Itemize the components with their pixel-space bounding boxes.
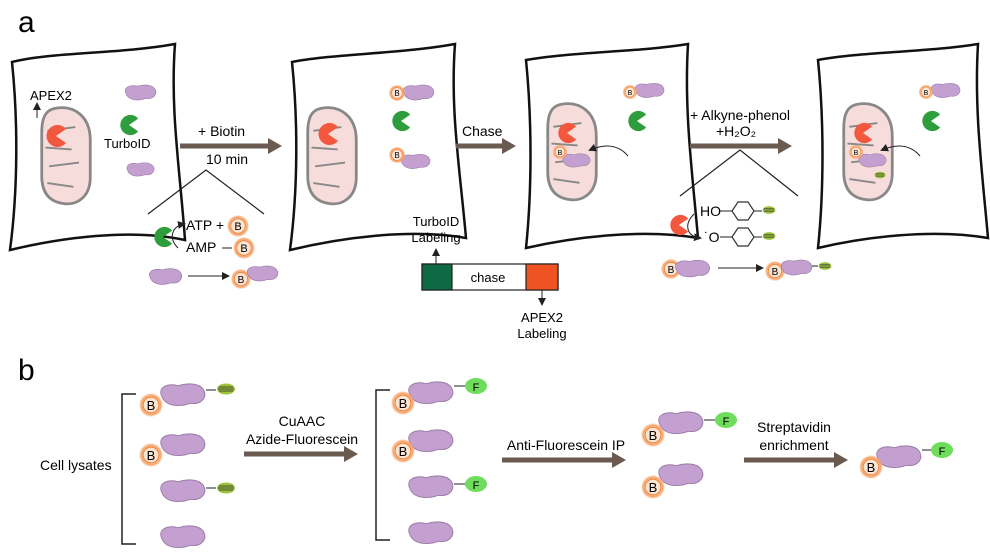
biotin-letter: B bbox=[399, 444, 408, 459]
alkyne-tag bbox=[762, 205, 776, 215]
fluorescein-letter: F bbox=[723, 416, 730, 428]
biotin-letter: B bbox=[649, 480, 658, 495]
biotin-letter: B bbox=[867, 460, 876, 475]
biotin-letter: B bbox=[394, 151, 399, 160]
panel-a-label: a bbox=[18, 6, 35, 39]
biotin-letter: B bbox=[147, 448, 156, 463]
biotin-letter: B bbox=[924, 90, 929, 97]
step-streptavidin-label: Streptavidin bbox=[757, 419, 831, 435]
protein bbox=[675, 259, 710, 278]
mitochondrion bbox=[306, 106, 358, 206]
protein bbox=[160, 525, 206, 549]
timeline-apex2-label: APEX2 bbox=[521, 310, 563, 325]
protein bbox=[402, 84, 435, 101]
fluorescein-letter: F bbox=[473, 480, 480, 492]
biotin-letter: B bbox=[240, 243, 247, 255]
bracket-middle bbox=[375, 389, 390, 541]
cell-3: B B bbox=[524, 42, 700, 250]
step-ip-label: Anti-Fluorescein IP bbox=[507, 437, 625, 453]
fluorescein-marker bbox=[931, 442, 953, 458]
timeline-apex2-segment bbox=[525, 263, 559, 291]
protein bbox=[160, 433, 206, 457]
zoom-lines bbox=[147, 169, 265, 215]
step-cuaac-label: CuAAC bbox=[279, 413, 326, 429]
cell-1: APEX2 TurboID bbox=[8, 42, 187, 252]
biotin-letter: B bbox=[558, 150, 563, 157]
biotin-letter: B bbox=[238, 275, 245, 286]
protein bbox=[658, 411, 704, 435]
timeline-chase-label: chase bbox=[471, 270, 506, 285]
protein bbox=[149, 268, 183, 285]
cell-2: B B bbox=[288, 42, 468, 252]
mech-phenol-label: HO bbox=[700, 203, 721, 219]
timeline-turboid-label-2: Labeling bbox=[411, 230, 460, 245]
alkyne-tag bbox=[762, 231, 776, 241]
mech-radical-label: ˙O bbox=[704, 229, 720, 245]
timeline-apex2-label-2: Labeling bbox=[517, 326, 566, 341]
turboid-label: TurboID bbox=[104, 136, 150, 151]
protein bbox=[408, 429, 454, 453]
protein bbox=[246, 265, 279, 282]
alkyne-tag bbox=[874, 171, 886, 179]
biotin-letter: B bbox=[147, 398, 156, 413]
protein bbox=[408, 381, 454, 405]
biotin-letter: B bbox=[394, 89, 399, 98]
step-time-label: 10 min bbox=[206, 151, 248, 167]
step-h2o2-label: +H₂O₂ bbox=[716, 123, 756, 139]
zoom-lines bbox=[679, 149, 799, 197]
mech-atp-label: ATP + bbox=[186, 217, 224, 233]
cell-lysates-label: Cell lysates bbox=[40, 457, 112, 473]
alkyne-tag bbox=[216, 383, 236, 395]
step-biotin-label: + Biotin bbox=[198, 123, 245, 139]
fluorescein-letter: F bbox=[473, 382, 480, 394]
step-enrichment-label: enrichment bbox=[759, 437, 828, 453]
protein bbox=[930, 83, 961, 98]
protein bbox=[160, 479, 206, 503]
protein bbox=[780, 259, 813, 276]
protein bbox=[634, 83, 665, 98]
protein bbox=[126, 162, 155, 177]
bracket-left bbox=[121, 393, 136, 545]
protein bbox=[658, 463, 704, 487]
apex2-label: APEX2 bbox=[30, 88, 72, 103]
fluorescein-letter: F bbox=[939, 446, 946, 458]
mech-amp-label: AMP bbox=[186, 239, 216, 255]
protein bbox=[408, 475, 454, 499]
alkyne-tag bbox=[216, 482, 236, 494]
fluorescein-marker bbox=[465, 476, 487, 492]
timeline-turboid-label: TurboID bbox=[413, 214, 459, 229]
biotin-letter: B bbox=[772, 267, 779, 278]
protein bbox=[562, 153, 591, 168]
panel-b-label: b bbox=[18, 354, 35, 387]
biotin-letter: B bbox=[668, 265, 675, 276]
biotin-letter: B bbox=[854, 150, 859, 157]
biotin-letter: B bbox=[399, 396, 408, 411]
protein bbox=[124, 84, 157, 101]
timeline-turboid-segment bbox=[421, 263, 453, 291]
biotin-letter: B bbox=[649, 428, 658, 443]
fluorescein-marker bbox=[715, 412, 737, 428]
fluorescein-marker bbox=[465, 378, 487, 394]
step-azide-label: Azide-Fluorescein bbox=[246, 431, 358, 447]
biotin-letter: B bbox=[234, 221, 241, 233]
alkyne-tag bbox=[818, 261, 832, 271]
cell-4: B B bbox=[816, 42, 990, 250]
biotin-letter: B bbox=[628, 90, 633, 97]
step-alkyne-label: + Alkyne-phenol bbox=[690, 107, 790, 123]
protein bbox=[160, 383, 206, 407]
protein bbox=[400, 154, 431, 169]
protein bbox=[858, 153, 887, 168]
protein bbox=[876, 445, 922, 469]
step-chase-label: Chase bbox=[462, 123, 503, 139]
mitochondrion bbox=[40, 106, 92, 206]
protein bbox=[408, 521, 454, 545]
